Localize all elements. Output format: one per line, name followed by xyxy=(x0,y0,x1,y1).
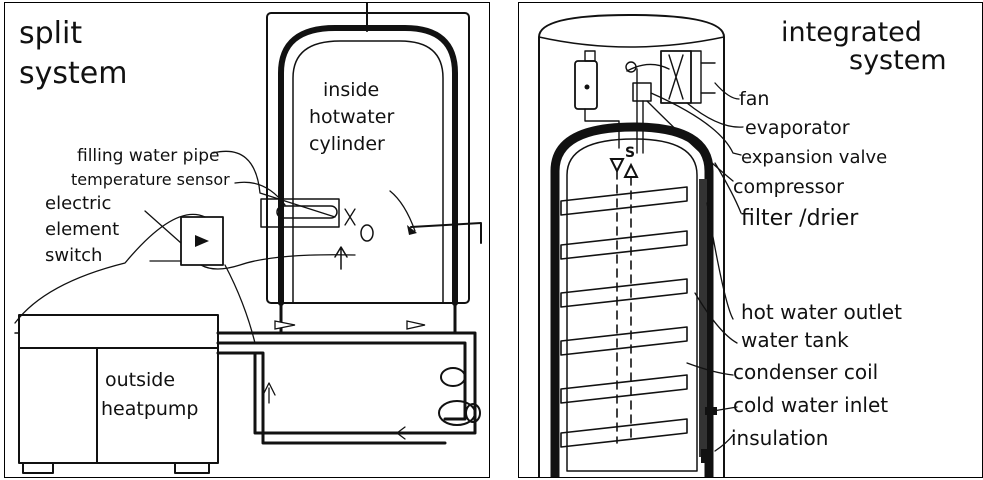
heatpump-label-1: outside xyxy=(105,369,175,391)
temp-sensor-label: temperature sensor xyxy=(71,170,230,189)
valve-icon xyxy=(441,368,465,386)
up-arrow-icon xyxy=(625,165,637,177)
cylinder-label-2: hotwater xyxy=(309,106,394,128)
hot-water-outlet-pipe xyxy=(699,179,707,457)
down-arrow-icon xyxy=(611,159,623,171)
split-title-line1: split xyxy=(19,16,82,51)
callout-evaporator: evaporator xyxy=(745,117,850,139)
outside-heatpump-unit xyxy=(15,315,218,473)
electric-label: electric xyxy=(45,193,111,214)
callout-filter-drier: filter /drier xyxy=(741,206,859,231)
callout-hot-water-outlet: hot water outlet xyxy=(741,300,902,324)
element-label: element xyxy=(45,219,119,240)
tank-mark: S xyxy=(625,145,635,161)
cylinder-label-3: cylinder xyxy=(309,133,385,155)
cylinder-label-1: inside xyxy=(323,79,379,101)
split-system-panel: split system inside hotwater cylinder fi… xyxy=(4,2,490,478)
split-system-diagram: split system inside hotwater cylinder fi… xyxy=(5,3,490,478)
condenser-coil xyxy=(561,187,687,447)
callout-insulation: insulation xyxy=(731,426,828,450)
integrated-title-line1: integrated xyxy=(781,17,922,48)
callout-expansion-valve: expansion valve xyxy=(741,147,887,168)
callout-compressor: compressor xyxy=(733,176,844,198)
heatpump-label-2: heatpump xyxy=(101,398,199,420)
valve-box xyxy=(633,83,651,101)
callout-water-tank: water tank xyxy=(741,328,849,352)
integrated-title-line2: system xyxy=(849,45,947,76)
integrated-system-panel: integrated system S xyxy=(518,2,983,478)
fan-icon xyxy=(661,51,715,103)
split-title-line2: system xyxy=(19,56,127,91)
filling-pipe-label: filling water pipe xyxy=(77,146,219,166)
switch-label: switch xyxy=(45,245,102,266)
integrated-system-diagram: integrated system S xyxy=(519,3,983,478)
switch-arrow-icon xyxy=(195,235,209,247)
callout-condenser-coil: condenser coil xyxy=(733,360,878,384)
callout-cold-water-inlet: cold water inlet xyxy=(733,393,888,417)
callout-fan: fan xyxy=(739,88,769,110)
